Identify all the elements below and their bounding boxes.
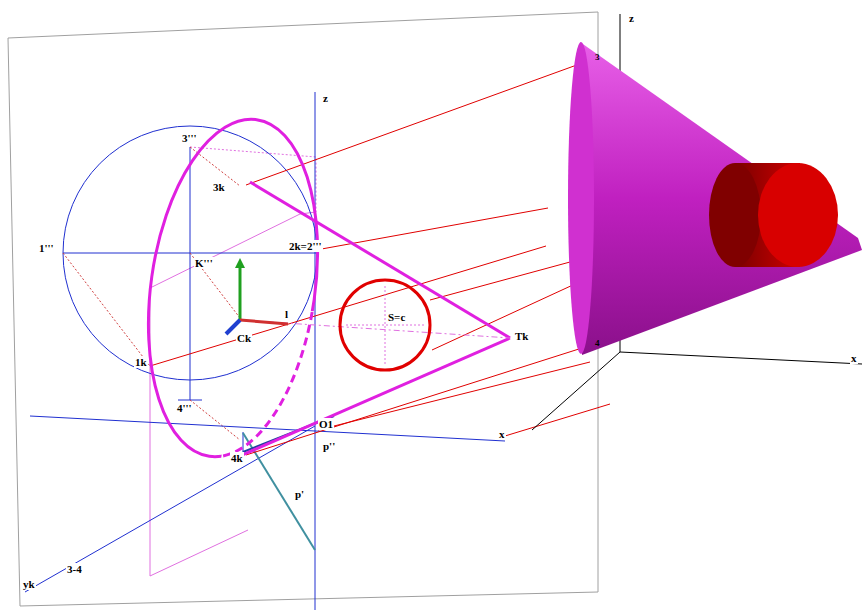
local-axis: [239, 266, 242, 320]
cylinder-3d-face: [758, 163, 838, 267]
cone-base-hidden: [220, 302, 332, 468]
x-axis-3d: [620, 352, 862, 364]
relation-line: [190, 400, 240, 440]
center-line: [385, 286, 386, 364]
point-label: 3''': [181, 132, 198, 144]
point-label: Tk: [514, 330, 529, 342]
point-label: 4: [594, 338, 601, 348]
z-axis: [315, 92, 316, 610]
point-label: O1: [318, 418, 334, 430]
y-axis: [25, 426, 315, 592]
section-circle: S=c: [338, 278, 432, 372]
local-axis: [235, 258, 245, 268]
point-label: 4k: [230, 452, 244, 464]
point-label: 1k: [134, 356, 148, 368]
point-label: l: [284, 308, 289, 320]
circle-outline: [340, 280, 430, 370]
local-axis: [240, 320, 288, 324]
projection-ray: [430, 262, 570, 300]
x-axis: [30, 416, 505, 441]
cone-3d: [580, 42, 862, 355]
point-label: 1''': [38, 242, 55, 254]
cylinder-3d: [709, 163, 761, 267]
relation-line: [63, 253, 150, 366]
cone-3d-base: [568, 42, 594, 354]
cone-axis: [240, 320, 510, 338]
point-label: yk: [22, 578, 36, 590]
cone-generator: [240, 338, 510, 456]
point-label: 3-4: [66, 563, 83, 575]
projection-rays: [150, 62, 610, 455]
point-label: z: [628, 12, 635, 24]
plane-frame: [8, 12, 598, 606]
y-axis-3d: [532, 352, 620, 430]
point-label: x: [498, 428, 506, 440]
projection-ray: [246, 348, 582, 455]
point-label: p': [294, 488, 305, 500]
aux-plane: [150, 288, 248, 576]
relation-lines: [63, 147, 240, 440]
cone-generator: [250, 182, 510, 338]
point-label: K''': [194, 257, 214, 269]
point-label: z: [322, 92, 329, 104]
point-label: p'': [322, 440, 336, 452]
circle-outline: [338, 278, 432, 372]
axis-line: [190, 147, 191, 400]
projection-ray: [246, 62, 585, 185]
point-label: 3: [594, 52, 601, 62]
projection-ray: [318, 362, 590, 430]
center-label: S=c: [387, 311, 406, 323]
point-label: 2k=2''': [288, 240, 323, 252]
relation-line: [190, 253, 240, 318]
point-label: x: [850, 352, 858, 364]
point-label: 4''': [176, 402, 193, 414]
cone-base-ellipse: [128, 108, 338, 468]
point-label: Ck: [236, 332, 252, 344]
center-line: [346, 325, 424, 326]
point-label: 3k: [212, 181, 226, 193]
projection-ray: [505, 404, 610, 436]
aux-line: [190, 147, 316, 212]
